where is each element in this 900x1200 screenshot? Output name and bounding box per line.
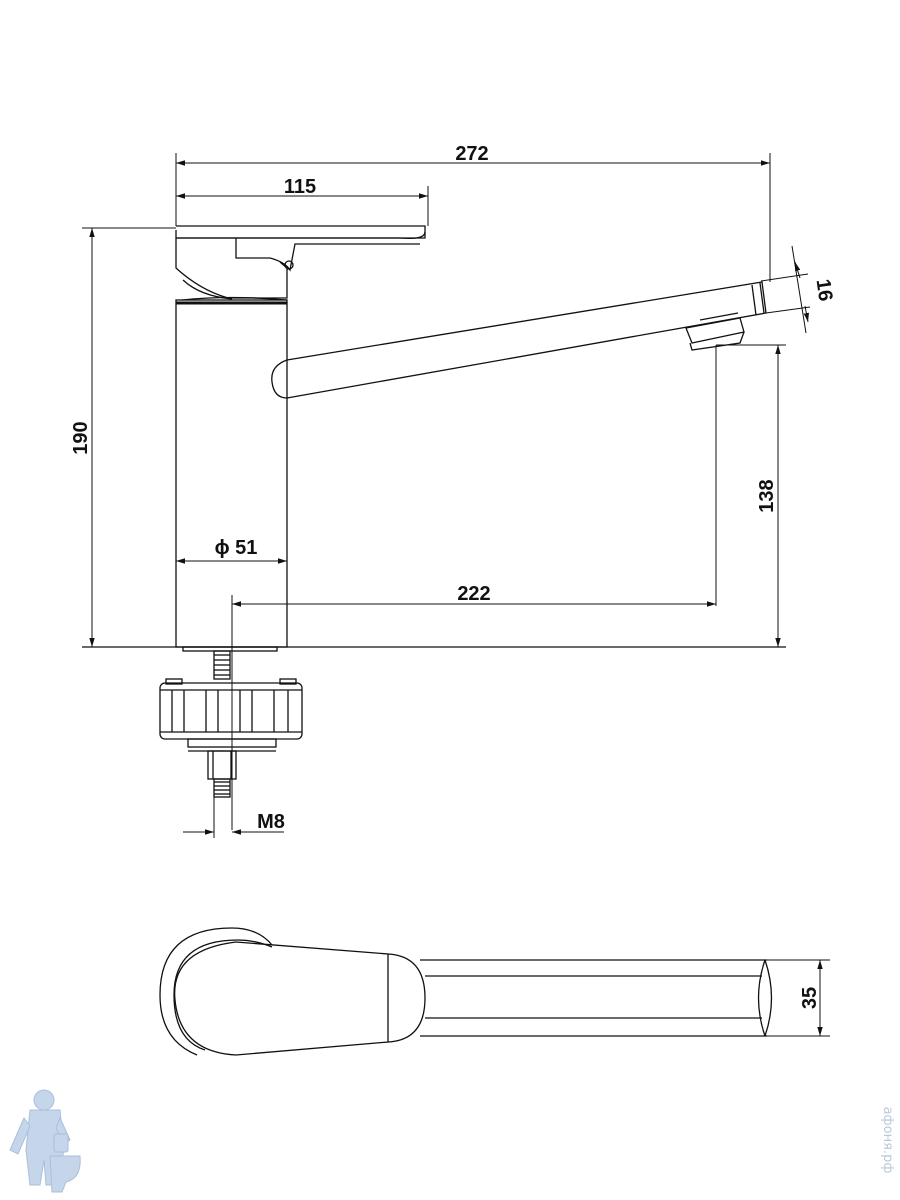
faucet-body <box>175 299 288 648</box>
side-view <box>82 153 811 838</box>
outlet-thickness-label: 16 <box>812 278 837 303</box>
handle-length-label: 115 <box>284 176 316 198</box>
plumber-mascot-icon <box>9 1089 81 1193</box>
dim-line-outlet-thickness <box>791 245 807 334</box>
top-view <box>159 927 830 1056</box>
extension-lines <box>82 153 811 838</box>
top-view-width-label: 35 <box>799 987 821 1009</box>
body-diameter-label: ϕ 51 <box>215 537 258 559</box>
top-view-spout <box>420 959 773 1037</box>
watermark-site-text: афоня.рф <box>880 1107 895 1174</box>
top-view-body <box>159 927 273 1056</box>
thread-size-label: M8 <box>257 811 285 833</box>
outlet-height-label: 138 <box>756 479 778 512</box>
overall-length-label: 272 <box>455 143 488 165</box>
lever-handle <box>175 225 426 301</box>
top-view-extension-lines <box>767 959 830 1037</box>
spout-reach-label: 222 <box>457 583 490 605</box>
spout <box>271 281 767 399</box>
total-height-label: 190 <box>70 421 92 454</box>
mounting-hardware <box>159 646 303 798</box>
dimension-labels: 272 115 190 16 138 ϕ 51 222 M8 35 <box>70 143 836 1009</box>
top-view-lever <box>174 941 426 1056</box>
dimension-lines <box>89 160 809 835</box>
